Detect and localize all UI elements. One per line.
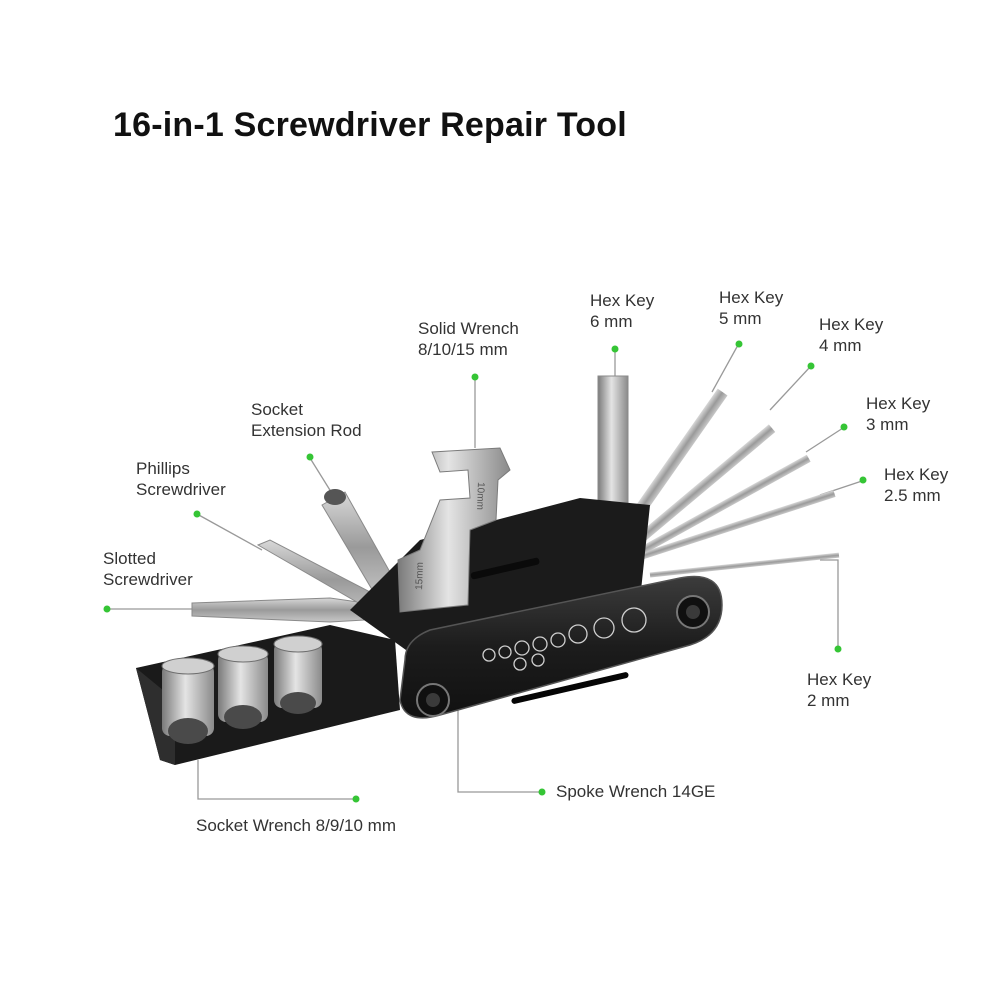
label-hex-key-5mm-size: 5 mm — [719, 309, 762, 328]
label-hex-key-6mm-size: 6 mm — [590, 312, 633, 331]
callout-dot-socket-wrench — [352, 795, 360, 803]
wrench-mark-15mm: 15mm — [414, 562, 426, 590]
label-hex-key-6mm-name: Hex Key — [590, 291, 655, 310]
callout-dot-hex-5 — [735, 340, 743, 348]
label-phillips-screwdriver-line1: Phillips — [136, 459, 190, 478]
callout-line-socket-ext — [309, 457, 334, 496]
label-socket-extension-rod-line2: Extension Rod — [251, 421, 362, 440]
label-hex-key-5mm-name: Hex Key — [719, 288, 784, 307]
label-hex-key-4mm-name: Hex Key — [819, 315, 884, 334]
solid-wrench — [397, 447, 511, 613]
label-socket-extension-rod: Socket Extension Rod — [251, 399, 362, 441]
callout-lines — [108, 344, 863, 800]
callout-dot-hex-25 — [859, 476, 867, 484]
callout-dot-slotted — [103, 605, 111, 613]
hex-key-2mm — [649, 552, 840, 578]
label-hex-key-5mm: Hex Key 5 mm — [719, 287, 783, 329]
callout-line-phillips — [196, 513, 263, 551]
callout-dot-solid-wrench — [471, 373, 479, 381]
front-handle — [399, 575, 723, 719]
callout-line-hex-3 — [805, 427, 844, 453]
hex-key-3mm — [623, 454, 811, 564]
callout-dot-hex-4 — [807, 362, 815, 370]
socket-8mm — [273, 635, 323, 714]
hex-key-2-5mm — [628, 490, 836, 564]
label-hex-key-3mm: Hex Key 3 mm — [866, 393, 930, 435]
callout-dot-hex-3 — [840, 423, 848, 431]
label-hex-key-2-5mm-size: 2.5 mm — [884, 486, 941, 505]
label-spoke-wrench: Spoke Wrench 14GE — [556, 782, 716, 801]
callout-dot-socket-ext — [306, 453, 314, 461]
label-slotted-screwdriver-line1: Slotted — [103, 549, 156, 568]
label-solid-wrench-size: 8/10/15 mm — [418, 340, 508, 359]
callout-line-socket-wrench — [197, 760, 355, 800]
callout-line-hex-4 — [769, 366, 811, 411]
label-hex-key-4mm: Hex Key 4 mm — [819, 314, 883, 356]
label-hex-key-4mm-size: 4 mm — [819, 336, 862, 355]
label-phillips-screwdriver: Phillips Screwdriver — [136, 458, 226, 500]
label-socket-wrench: Socket Wrench 8/9/10 mm — [196, 816, 396, 835]
label-phillips-screwdriver-line2: Screwdriver — [136, 480, 226, 499]
label-socket-extension-rod-line1: Socket — [251, 400, 303, 419]
label-hex-key-6mm: Hex Key 6 mm — [590, 290, 654, 332]
hex-key-4mm — [611, 424, 776, 564]
rear-handle — [350, 498, 650, 660]
label-hex-key-2-5mm: Hex Key 2.5 mm — [884, 464, 948, 506]
label-solid-wrench: Solid Wrench 8/10/15 mm — [418, 318, 519, 360]
label-hex-key-2mm: Hex Key 2 mm — [807, 669, 871, 711]
label-solid-wrench-name: Solid Wrench — [418, 319, 519, 338]
page-title: 16-in-1 Screwdriver Repair Tool — [113, 106, 627, 144]
callout-dots — [103, 340, 867, 803]
callout-line-spoke — [457, 700, 541, 793]
label-hex-key-2mm-size: 2 mm — [807, 691, 850, 710]
callout-line-hex-2 — [820, 559, 839, 648]
label-slotted-screwdriver-line2: Screwdriver — [103, 570, 193, 589]
wrench-mark-10mm: 10mm — [474, 482, 486, 510]
socket-9mm — [217, 645, 269, 729]
socket-wrench — [136, 625, 400, 765]
callout-line-hex-5 — [711, 344, 739, 393]
label-hex-key-2mm-name: Hex Key — [807, 670, 872, 689]
label-hex-key-3mm-name: Hex Key — [866, 394, 931, 413]
label-hex-key-3mm-size: 3 mm — [866, 415, 909, 434]
callout-dot-hex-6 — [611, 345, 619, 353]
label-slotted-screwdriver: Slotted Screwdriver — [103, 548, 193, 590]
tool-number-markings — [482, 607, 647, 671]
label-hex-key-2-5mm-name: Hex Key — [884, 465, 949, 484]
socket-10mm — [161, 657, 215, 744]
callout-dot-spoke — [538, 788, 546, 796]
callout-dot-hex-2 — [834, 645, 842, 653]
callout-dot-phillips — [193, 510, 201, 518]
